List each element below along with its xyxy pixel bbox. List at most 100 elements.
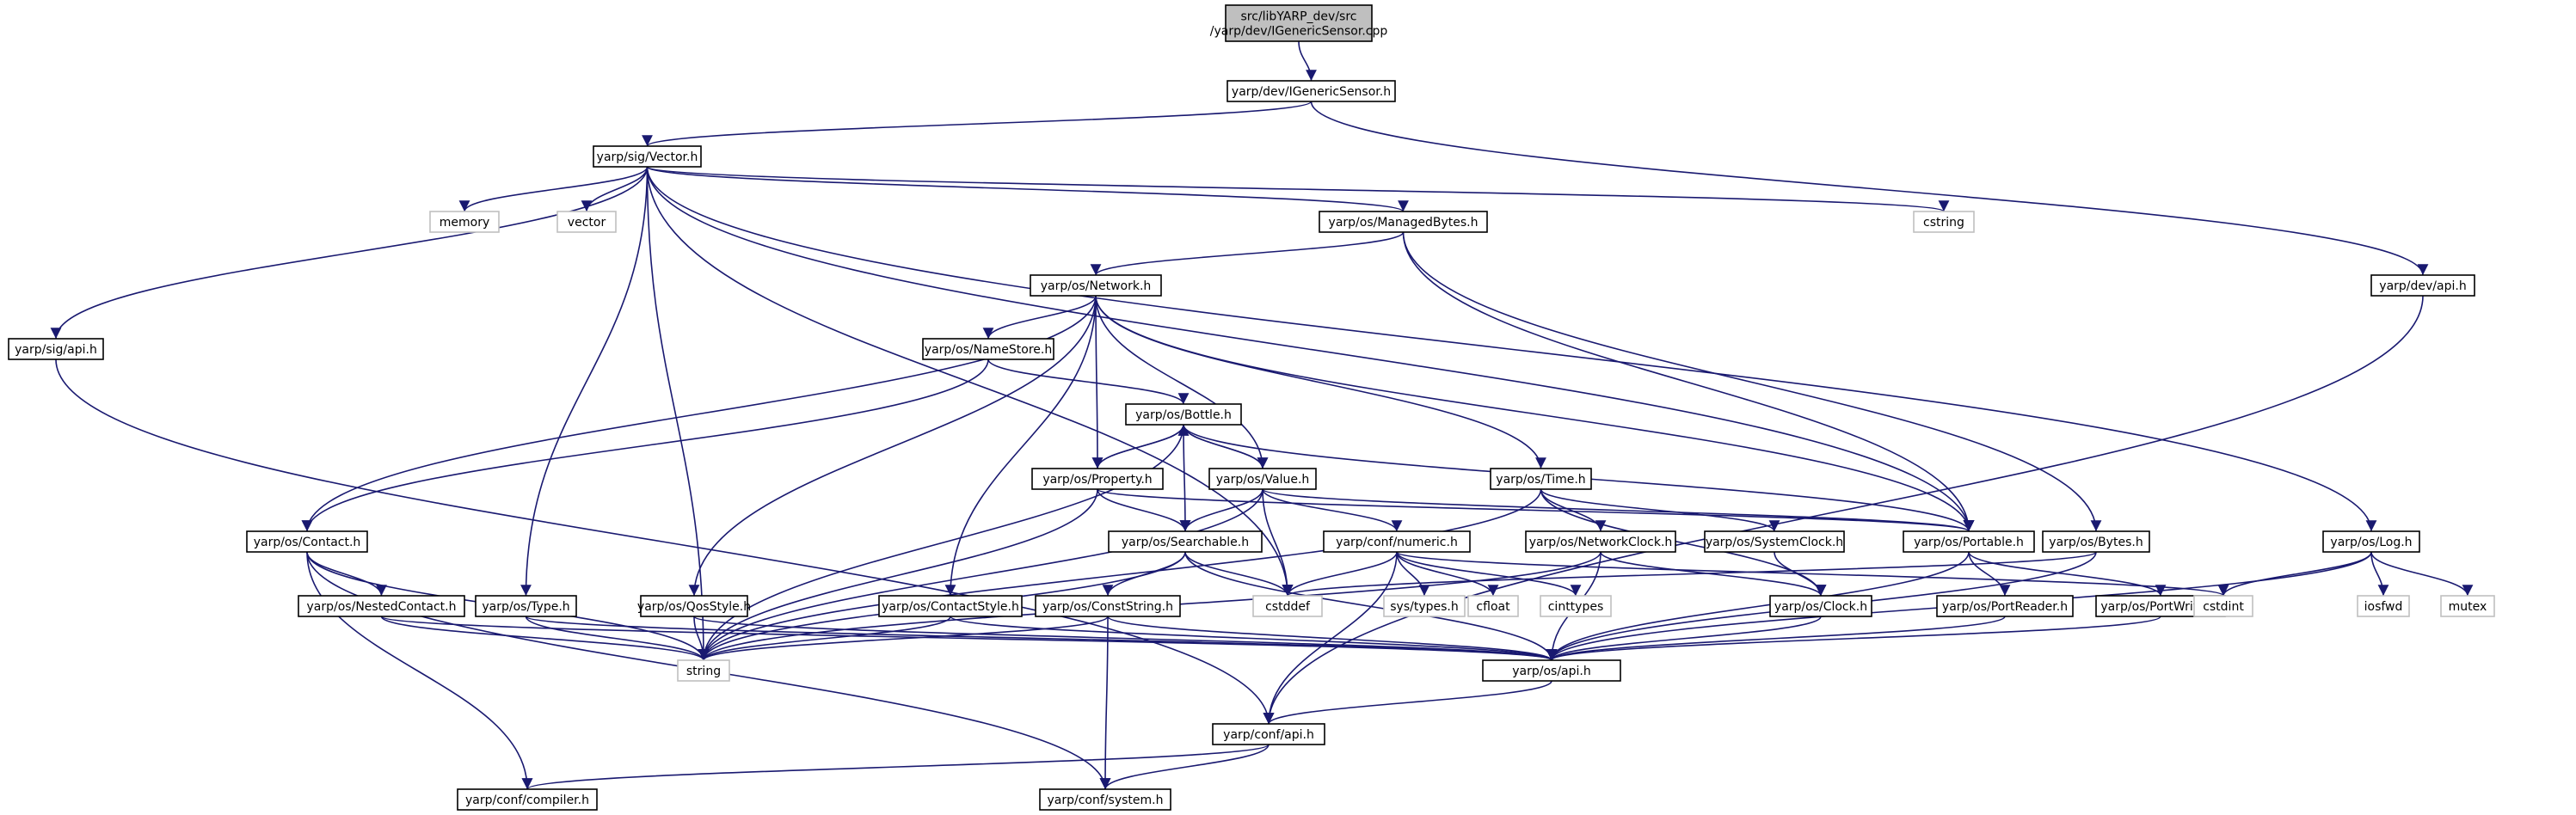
node-system[interactable]: yarp/conf/system.h <box>1039 788 1171 811</box>
node-label: yarp/os/ContactStyle.h <box>882 600 1019 614</box>
edge-namestore-to-bottle <box>987 358 1190 405</box>
node-cstr[interactable]: yarp/os/ConstString.h <box>1035 595 1181 617</box>
node-devapi[interactable]: yarp/dev/api.h <box>2370 274 2475 297</box>
node-managed[interactable]: yarp/os/ManagedBytes.h <box>1319 211 1488 233</box>
edge-managed-to-network <box>1090 231 1405 276</box>
node-preader[interactable]: yarp/os/PortReader.h <box>1936 595 2074 617</box>
edge-time-to-sysclock <box>1540 488 1780 532</box>
node-nested[interactable]: yarp/os/NestedContact.h <box>298 595 465 617</box>
edge-log-to-cstdint <box>2217 551 2372 597</box>
edge-numeric-to-systypes <box>1396 551 1430 597</box>
node-label: src/libYARP_dev/src <box>1241 10 1357 24</box>
edge-network-to-namestore <box>982 295 1097 340</box>
edge-managed-to-portable <box>1402 231 1975 532</box>
edge-type-to-string <box>525 616 710 661</box>
edge-time-to-string <box>698 488 1542 661</box>
node-time[interactable]: yarp/os/Time.h <box>1490 468 1592 490</box>
node-box <box>878 595 1023 617</box>
node-cstyle[interactable]: yarp/os/ContactStyle.h <box>878 595 1023 617</box>
node-label: yarp/dev/IGenericSensor.h <box>1232 85 1391 99</box>
node-netclock[interactable]: yarp/os/NetworkClock.h <box>1525 530 1676 553</box>
node-label: yarp/os/Portable.h <box>1914 536 2024 549</box>
node-type[interactable]: yarp/os/Type.h <box>475 595 577 617</box>
node-label: yarp/os/Time.h <box>1496 473 1585 487</box>
node-label: yarp/os/SystemClock.h <box>1706 536 1843 549</box>
node-sysclock[interactable]: yarp/os/SystemClock.h <box>1704 530 1845 553</box>
node-label: yarp/os/Network.h <box>1041 279 1152 293</box>
node-igs[interactable]: yarp/dev/IGenericSensor.h <box>1227 80 1396 102</box>
node-cstddef: cstddef <box>1252 595 1323 617</box>
node-box <box>1540 595 1612 617</box>
node-label: yarp/os/PortWriter.h <box>2100 600 2220 614</box>
edge-vector_h-to-vector <box>581 166 649 212</box>
node-box <box>1383 595 1466 617</box>
node-portable[interactable]: yarp/os/Portable.h <box>1903 530 2035 553</box>
edge-searchable-to-osapi <box>1184 551 1558 661</box>
node-label: memory <box>440 216 490 230</box>
node-network[interactable]: yarp/os/Network.h <box>1030 274 1162 297</box>
edge-network-to-qos <box>688 295 1097 597</box>
node-osapi[interactable]: yarp/os/api.h <box>1482 659 1621 682</box>
node-qos[interactable]: yarp/os/QosStyle.h <box>637 595 751 617</box>
node-searchable[interactable]: yarp/os/Searchable.h <box>1108 530 1263 553</box>
node-contact[interactable]: yarp/os/Contact.h <box>246 530 368 553</box>
node-log[interactable]: yarp/os/Log.h <box>2322 530 2420 553</box>
edge-portable-to-pwriter <box>1968 551 2167 597</box>
node-box <box>475 595 577 617</box>
node-box <box>246 530 368 553</box>
edge-log-to-mutex <box>2370 551 2474 597</box>
edge-portable-to-preader <box>1968 551 2011 597</box>
node-value[interactable]: yarp/os/Value.h <box>1208 468 1317 490</box>
node-label: yarp/conf/system.h <box>1048 794 1164 807</box>
node-compiler[interactable]: yarp/conf/compiler.h <box>457 788 598 811</box>
node-label: yarp/sig/Vector.h <box>597 150 698 164</box>
node-iosfwd: iosfwd <box>2357 595 2410 617</box>
node-label: yarp/os/Bottle.h <box>1135 408 1232 422</box>
node-box <box>1467 595 1519 617</box>
edge-vector_h-to-memory <box>458 166 649 212</box>
node-box <box>1936 595 2074 617</box>
node-label: yarp/os/NetworkClock.h <box>1529 536 1673 549</box>
node-string: string <box>677 659 730 682</box>
node-label: /yarp/dev/IGenericSensor.cpp <box>1210 25 1388 39</box>
node-cfloat: cfloat <box>1467 595 1519 617</box>
node-sigapi[interactable]: yarp/sig/api.h <box>8 338 104 360</box>
node-box <box>2193 595 2253 617</box>
edge-vector_h-to-portable <box>646 166 1975 532</box>
node-box <box>2042 530 2150 553</box>
node-memory: memory <box>429 211 500 233</box>
node-box <box>1039 788 1171 811</box>
edge-qos-to-osapi <box>693 616 1557 661</box>
node-clock[interactable]: yarp/os/Clock.h <box>1769 595 1872 617</box>
node-confapi[interactable]: yarp/conf/api.h <box>1212 723 1325 745</box>
node-label: yarp/conf/numeric.h <box>1336 536 1458 549</box>
node-bytes[interactable]: yarp/os/Bytes.h <box>2042 530 2150 553</box>
node-label: yarp/os/Type.h <box>482 600 569 614</box>
edge-property-to-string <box>698 488 1098 661</box>
node-property[interactable]: yarp/os/Property.h <box>1031 468 1164 490</box>
edge-network-to-contact <box>301 295 1097 532</box>
node-bottle[interactable]: yarp/os/Bottle.h <box>1125 403 1242 426</box>
edges-layer <box>50 40 2474 790</box>
node-vector_h[interactable]: yarp/sig/Vector.h <box>593 145 702 168</box>
edge-bottle-to-string <box>698 424 1184 661</box>
edge-vector_h-to-type <box>520 166 649 597</box>
node-label: yarp/os/ConstString.h <box>1042 600 1173 614</box>
edge-network-to-portable <box>1095 295 1975 532</box>
edge-preader-to-osapi <box>1546 616 2006 661</box>
node-label: yarp/sig/api.h <box>15 343 97 357</box>
edge-nested-to-osapi <box>380 616 1557 661</box>
edge-network-to-cstyle <box>944 295 1097 597</box>
node-namestore[interactable]: yarp/os/NameStore.h <box>922 338 1054 360</box>
edge-osapi-to-confapi <box>1263 680 1552 725</box>
node-numeric[interactable]: yarp/conf/numeric.h <box>1323 530 1471 553</box>
node-box <box>1903 530 2035 553</box>
node-cstdint: cstdint <box>2193 595 2253 617</box>
edge-value-to-numeric <box>1262 488 1403 532</box>
edge-cstr-to-string <box>698 616 1109 661</box>
edge-igs-to-vector_h <box>642 101 1313 147</box>
node-box <box>1704 530 1845 553</box>
edge-contact-to-compiler <box>306 551 533 790</box>
node-root[interactable]: src/libYARP_dev/src/yarp/dev/IGenericSen… <box>1210 4 1388 42</box>
node-label: yarp/dev/api.h <box>2379 279 2466 293</box>
